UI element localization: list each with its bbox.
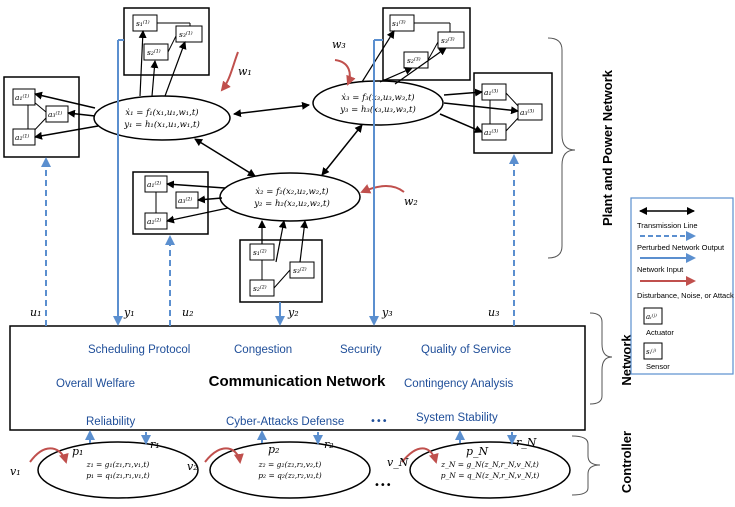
network-item: Overall Welfare — [56, 378, 135, 390]
actuator-label: a₃⁽¹⁾ — [48, 110, 62, 119]
section-label-controller: Controller — [619, 431, 634, 493]
sensor-label: s₃⁽¹⁾ — [179, 30, 193, 39]
network-item: Quality of Service — [421, 344, 511, 356]
label-y1: y₁ — [123, 306, 135, 319]
network-item: Reliability — [86, 416, 135, 428]
plant-1-eq1: ẋ₁ = f₁(x₁,u₁,w₁,t) — [125, 107, 198, 118]
brace-network — [589, 312, 613, 405]
brace-plant — [547, 37, 576, 259]
legend-actuator-symbol — [643, 307, 663, 325]
sensor-box — [175, 25, 203, 43]
controller-dots: ••• — [374, 480, 392, 491]
actuator-label: a₂⁽¹⁾ — [15, 133, 29, 142]
legend-sensor-label: Sensor — [646, 362, 670, 371]
network-item: Scheduling Protocol — [88, 344, 190, 356]
section-label-network: Network — [619, 334, 634, 386]
sensor-label: s₁⁽¹⁾ — [136, 19, 150, 28]
label-p1: p₁ — [72, 445, 83, 458]
network-item: Security — [340, 344, 382, 356]
sensor-label: s₃⁽³⁾ — [441, 36, 455, 45]
sensor-label: s₁⁽³⁾ — [392, 19, 406, 28]
actuator-label: a₁⁽¹⁾ — [15, 93, 29, 102]
network-item: System Stability — [416, 412, 498, 424]
network-item: Contingency Analysis — [404, 378, 514, 390]
disturbance-w1 — [220, 51, 239, 92]
controller-1-eq1: z₁ = g₁(z₁,r₁,v₁,t) — [86, 460, 150, 469]
communication-network-box — [9, 325, 586, 431]
brace-controller — [571, 435, 601, 496]
sensor-box — [437, 31, 465, 49]
sensor-label: s₁⁽²⁾ — [253, 248, 267, 257]
transmission-line — [233, 101, 310, 118]
sensor-label: s₃⁽²⁾ — [293, 266, 307, 275]
legend-actuator-symbol-text: aᵢ⁽ʲ⁾ — [646, 312, 657, 321]
plant-2-eq2: y₂ = h₂(x₂,u₂,w₂,t) — [253, 198, 330, 209]
transmission-line — [194, 138, 256, 177]
label-w3: w₃ — [332, 38, 346, 51]
disturbance-vN — [401, 447, 439, 464]
controller-N-eq2: p_N = q_N(z_N,r_N,v_N,t) — [441, 471, 540, 480]
label-vN: v_N — [387, 456, 409, 469]
network-title: Communication Network — [209, 373, 386, 390]
network-item: Cyber-Attacks Defense — [226, 416, 344, 428]
transmission-line — [321, 124, 363, 176]
label-u1: u₁ — [30, 306, 42, 319]
label-p2: p₂ — [268, 443, 279, 456]
label-r2: r₂ — [324, 438, 334, 451]
sensor-label: s₂⁽³⁾ — [407, 56, 421, 65]
controller-1-eq2: p₁ = q₁(z₁,r₁,v₁,t) — [86, 471, 150, 480]
controller-2-eq2: p₂ = q₂(z₂,r₂,v₂,t) — [258, 471, 322, 480]
disturbance-v1 — [29, 447, 69, 464]
plant-3-eq1: ẋ₃ = f₃(x₃,u₃,w₃,t) — [341, 92, 414, 103]
section-label-plant: Plant and Power Network — [600, 69, 615, 226]
actuator-label: a₂⁽³⁾ — [484, 128, 498, 137]
actuator-label: a₃⁽²⁾ — [178, 196, 192, 205]
legend-actuator-label: Actuator — [646, 328, 674, 337]
disturbance-v2 — [204, 447, 244, 464]
legend-sensor-symbol — [643, 342, 663, 360]
label-w2: w₂ — [404, 195, 418, 208]
sensor-label: s₂⁽²⁾ — [253, 284, 267, 293]
label-u2: u₂ — [182, 306, 194, 319]
legend-transmission-label: Transmission Line — [637, 221, 698, 230]
controller-2-eq1: z₂ = g₂(z₂,r₂,v₂,t) — [258, 460, 322, 469]
label-y2: y₂ — [287, 306, 299, 319]
network-item: Congestion — [234, 344, 292, 356]
label-r1: r₁ — [150, 438, 160, 451]
plant-3-eq2: y₃ = h₃(x₃,u₃,w₃,t) — [339, 104, 416, 115]
actuator-label: a₁⁽³⁾ — [484, 88, 498, 97]
network-dots: ••• — [370, 416, 388, 427]
actuator-label: a₂⁽²⁾ — [147, 217, 161, 226]
plant-2-ellipse — [219, 172, 361, 222]
label-v1: v₁ — [10, 465, 21, 478]
label-y3: y₃ — [381, 306, 393, 319]
controller-2-ellipse — [209, 441, 371, 499]
disturbance-w3 — [334, 59, 356, 86]
label-v2: v₂ — [187, 460, 198, 473]
label-u3: u₃ — [488, 306, 500, 319]
actuator-label: a₁⁽²⁾ — [147, 180, 161, 189]
sensor-label: s₂⁽¹⁾ — [147, 48, 161, 57]
controller-N-ellipse — [409, 441, 571, 499]
actuator-label: a₃⁽³⁾ — [520, 108, 534, 117]
legend-input-label: Network Input — [637, 265, 684, 274]
plant-3-ellipse — [312, 80, 444, 126]
label-w1: w₁ — [238, 65, 252, 78]
controller-1-ellipse — [37, 441, 199, 499]
plant-1-ellipse — [93, 95, 231, 141]
plant-2-eq1: ẋ₂ = f₂(x₂,u₂,w₂,t) — [255, 186, 328, 197]
legend-sensor-symbol-text: sᵢ⁽ʲ⁾ — [646, 347, 657, 356]
plant-1-eq2: y₁ = h₁(x₁,u₁,w₁,t) — [123, 119, 200, 130]
legend-disturbance-label: Disturbance, Noise, or Attack — [637, 291, 734, 300]
label-pN: p_N — [466, 445, 489, 458]
disturbance-w2 — [360, 184, 405, 194]
controller-N-eq1: z_N = g_N(z_N,r_N,v_N,t) — [440, 460, 539, 469]
label-rN: r_N — [516, 436, 537, 449]
legend-perturbed-label: Perturbed Network Output — [637, 243, 725, 252]
